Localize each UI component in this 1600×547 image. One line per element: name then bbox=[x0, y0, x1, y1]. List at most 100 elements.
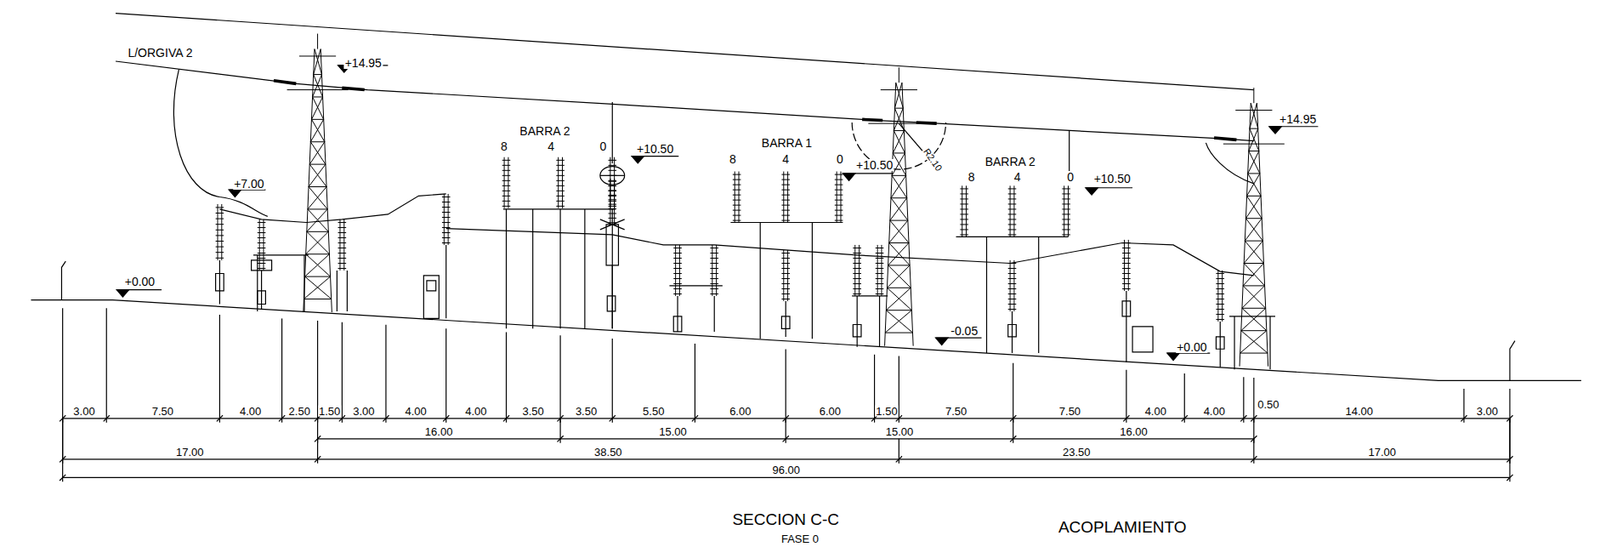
dimension-label: 7.50 bbox=[1058, 404, 1082, 416]
dimension-label: 7.50 bbox=[151, 404, 175, 416]
dimension-tick bbox=[1506, 474, 1513, 481]
extension-line bbox=[785, 348, 787, 422]
dimension-label: 23.50 bbox=[1061, 445, 1092, 457]
dimension-label: 14.00 bbox=[1344, 404, 1374, 416]
extension-line bbox=[694, 343, 696, 423]
dimension-label: 4.00 bbox=[1202, 404, 1226, 416]
extension-line bbox=[106, 307, 108, 422]
busbar-name: BARRA 2 bbox=[984, 155, 1037, 168]
phase-number: 4 bbox=[1013, 170, 1022, 183]
dimension-label: 4.00 bbox=[464, 404, 488, 416]
dimension-tick bbox=[1240, 414, 1247, 421]
dimension-tick bbox=[1250, 455, 1257, 462]
dimension-label: 0.50 bbox=[1256, 398, 1280, 410]
extension-line bbox=[62, 307, 63, 422]
line-conductor bbox=[115, 61, 1254, 142]
ground-line bbox=[30, 300, 1581, 381]
extension-line bbox=[898, 356, 900, 423]
extension-line bbox=[1012, 363, 1014, 423]
phase-number: 0 bbox=[1066, 170, 1075, 183]
dimension-tick bbox=[503, 414, 510, 421]
extension-line bbox=[219, 314, 221, 423]
fence-post bbox=[61, 260, 1515, 381]
dimension-label: 16.00 bbox=[1118, 425, 1149, 437]
dimension-tick bbox=[216, 414, 223, 421]
extension-line bbox=[1253, 377, 1254, 423]
extension-line bbox=[341, 322, 343, 423]
dimension-line bbox=[62, 458, 1510, 460]
phase-number: 8 bbox=[967, 170, 976, 183]
dimension-label: 2.50 bbox=[288, 404, 312, 416]
dimension-lines bbox=[59, 307, 1513, 482]
dimension-tick bbox=[1181, 414, 1188, 421]
dimension-tick bbox=[556, 435, 563, 442]
sheet-note: ACOPLAMIENTO bbox=[1057, 518, 1188, 535]
extension-line bbox=[1125, 369, 1127, 423]
dimension-label: 4.00 bbox=[403, 404, 427, 416]
dimension-tick bbox=[896, 414, 903, 421]
extension-line bbox=[1242, 376, 1244, 422]
extension-line bbox=[62, 418, 63, 482]
level-label: +7.00 bbox=[232, 177, 265, 190]
radius-label: R2.10 bbox=[921, 146, 945, 174]
phase-number: 4 bbox=[546, 140, 556, 153]
extension-line bbox=[559, 334, 561, 422]
section-subtitle: FASE 0 bbox=[780, 532, 820, 544]
station-conductor bbox=[219, 193, 1254, 276]
extension-line bbox=[612, 338, 613, 423]
dimension-label: 17.00 bbox=[1367, 445, 1397, 457]
dimension-label: 17.00 bbox=[175, 445, 205, 457]
dimension-tick bbox=[103, 414, 110, 421]
phase-number: 4 bbox=[781, 153, 790, 165]
dimension-tick bbox=[1123, 414, 1130, 421]
switchgear-equipment bbox=[215, 178, 1276, 369]
phase-number: 0 bbox=[598, 140, 608, 153]
phase-number: 8 bbox=[499, 140, 509, 153]
dimension-line bbox=[62, 476, 1510, 478]
dimension-label: 15.00 bbox=[658, 425, 688, 437]
dimension-tick bbox=[278, 414, 285, 421]
dimension-tick bbox=[1009, 435, 1016, 442]
dimension-label: 3.50 bbox=[521, 404, 545, 416]
level-label: -0.05 bbox=[949, 324, 979, 337]
level-label: +10.50 bbox=[635, 142, 675, 155]
dimension-label: 7.50 bbox=[944, 404, 968, 416]
dimension-label: 16.00 bbox=[424, 425, 454, 437]
dimension-tick bbox=[609, 414, 616, 421]
dimension-tick bbox=[339, 414, 346, 421]
phase-number: 0 bbox=[835, 153, 845, 165]
dimension-label: 1.50 bbox=[317, 404, 341, 416]
dimension-label: 3.00 bbox=[351, 404, 375, 416]
extension-line bbox=[385, 324, 386, 423]
dimension-tick bbox=[1460, 414, 1467, 421]
level-label: +0.00 bbox=[1175, 340, 1208, 353]
dimension-tick bbox=[59, 474, 66, 481]
insulator-string bbox=[273, 80, 1237, 141]
extension-line bbox=[505, 331, 507, 422]
level-marker bbox=[116, 65, 1282, 361]
dimension-tick bbox=[314, 455, 321, 462]
lattice-tower bbox=[287, 34, 1285, 367]
level-label: +10.50 bbox=[1093, 172, 1132, 185]
level-line bbox=[116, 65, 1318, 353]
dimension-label: 4.00 bbox=[238, 404, 262, 416]
section-title: SECCION C-C bbox=[731, 510, 840, 527]
dimension-tick bbox=[442, 414, 449, 421]
dimension-label: 96.00 bbox=[771, 464, 802, 476]
extension-line bbox=[445, 328, 447, 423]
dimension-label: 3.50 bbox=[574, 404, 598, 416]
line-name: L/ORGIVA 2 bbox=[126, 46, 193, 59]
dimension-label: 6.00 bbox=[728, 404, 752, 416]
level-label: +0.00 bbox=[124, 275, 156, 288]
busbar-name: BARRA 2 bbox=[518, 124, 571, 137]
phase-number: 8 bbox=[728, 153, 738, 165]
dimension-label: 3.00 bbox=[72, 404, 96, 416]
dimension-label: 1.50 bbox=[874, 404, 898, 416]
level-label: +14.95 bbox=[344, 56, 383, 69]
dimension-label: 3.00 bbox=[1475, 404, 1499, 416]
extension-line bbox=[281, 317, 283, 422]
busbar-name: BARRA 1 bbox=[760, 136, 813, 149]
shield-wire bbox=[115, 13, 1254, 91]
dimension-label: 5.50 bbox=[641, 404, 665, 416]
